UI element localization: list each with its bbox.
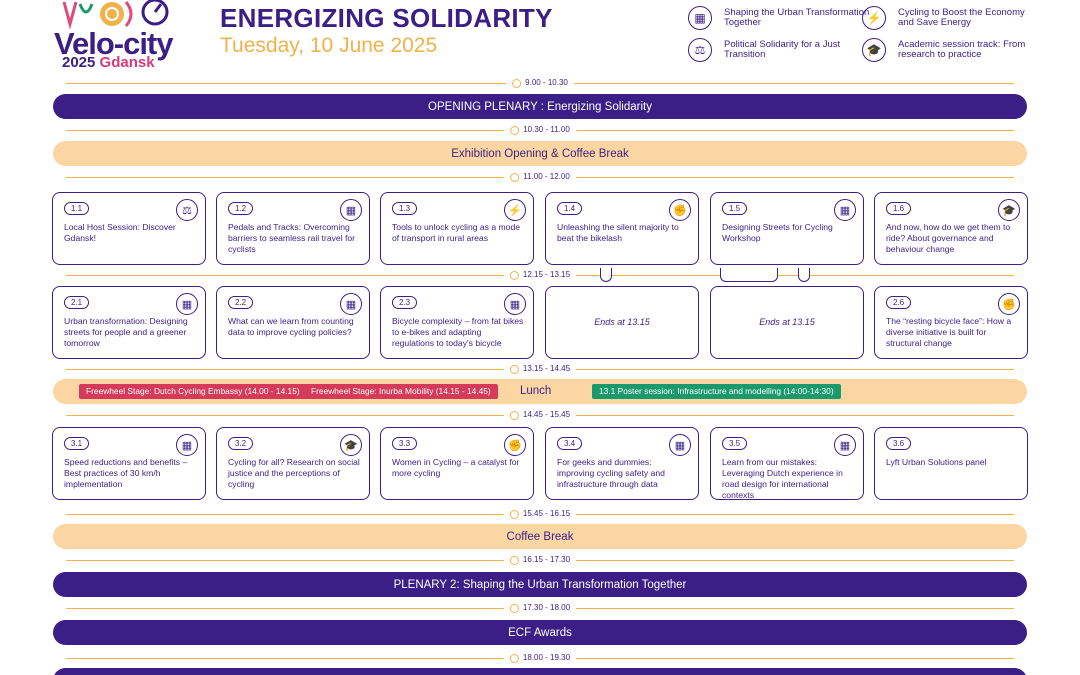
plenary-2-bar: PLENARY 2: Shaping the Urban Transformat… bbox=[53, 572, 1027, 597]
opening-plenary-bar: OPENING PLENARY : Energizing Solidarity bbox=[53, 94, 1027, 119]
time-slot: 15.45 - 16.15 bbox=[66, 508, 1014, 520]
logo-city: Gdansk bbox=[99, 54, 155, 71]
velo-city-logo bbox=[52, 0, 182, 72]
city-icon: ▦ bbox=[340, 293, 362, 315]
logo-name: Velo-city bbox=[54, 26, 173, 61]
session-card-3-4[interactable]: 3.4▦For geeks and dummies: improving cyc… bbox=[545, 427, 699, 500]
graduation-cap-icon: 🎓 bbox=[998, 199, 1020, 221]
clock-icon bbox=[509, 270, 519, 280]
coffee-break-bar: Coffee Break bbox=[53, 524, 1027, 549]
time-slot: 14.45 - 15.45 bbox=[66, 409, 1014, 421]
scales-icon: ⚖ bbox=[176, 199, 198, 221]
connector bbox=[600, 268, 612, 282]
clock-icon bbox=[512, 78, 522, 88]
legend-item-political: ⚖ Political Solidarity for a Just Transi… bbox=[688, 38, 878, 62]
time-slot: 13.15 - 14.45 bbox=[66, 363, 1014, 375]
legend-text: Cycling to Boost the Economy and Save En… bbox=[898, 7, 1025, 28]
page-title: ENERGIZING SOLIDARITY bbox=[220, 3, 553, 33]
time-slot: 18.00 - 19.30 bbox=[66, 652, 1014, 664]
lightning-icon: ⚡ bbox=[504, 199, 526, 221]
graduation-cap-icon: 🎓 bbox=[340, 434, 362, 456]
evening-bar bbox=[53, 668, 1027, 675]
session-card-1-6[interactable]: 1.6🎓And now, how do we get them to ride?… bbox=[874, 192, 1028, 265]
ecf-awards-bar: ECF Awards bbox=[53, 620, 1027, 645]
session-card-1-5[interactable]: 1.5▦Designing Streets for Cycling Worksh… bbox=[710, 192, 864, 265]
bicycle-logo-icon bbox=[62, 0, 169, 30]
session-card-1-4[interactable]: 1.4✊Unleashing the silent majority to be… bbox=[545, 192, 699, 265]
logo-year: 2025 bbox=[62, 54, 96, 71]
clock-icon bbox=[510, 172, 520, 182]
scales-icon: ⚖ bbox=[688, 38, 712, 62]
connector bbox=[798, 268, 810, 282]
session-card-2-4: Ends at 13.15 bbox=[545, 286, 699, 359]
freewheel-dutch-tag[interactable]: Freewheel Stage: Dutch Cycling Embassy (… bbox=[79, 384, 307, 399]
freewheel-inurba-tag[interactable]: Freewheel Stage: Inurba Mobility (14.15 … bbox=[304, 384, 498, 399]
poster-session-tag[interactable]: 13.1 Poster session: Infrastructure and … bbox=[592, 384, 841, 399]
session-card-3-1[interactable]: 3.1▦Speed reductions and benefits – Best… bbox=[52, 427, 206, 500]
city-icon: ▦ bbox=[340, 199, 362, 221]
session-card-2-3[interactable]: 2.3▦Bicycle complexity – from fat bikes … bbox=[380, 286, 534, 359]
session-card-2-2[interactable]: 2.2▦What can we learn from counting data… bbox=[216, 286, 370, 359]
time-slot: 10.30 - 11.00 bbox=[66, 124, 1014, 136]
page-date: Tuesday, 10 June 2025 bbox=[220, 34, 438, 57]
session-card-1-2[interactable]: 1.2▦Pedals and Tracks: Overcoming barrie… bbox=[216, 192, 370, 265]
time-slot: 16.15 - 17.30 bbox=[66, 554, 1014, 566]
legend-text: Shaping the Urban Transformation Togethe… bbox=[724, 7, 870, 28]
time-slot: 11.00 - 12.00 bbox=[66, 171, 1014, 183]
clock-icon bbox=[509, 653, 519, 663]
clock-icon bbox=[509, 555, 519, 565]
fist-icon: ✊ bbox=[998, 293, 1020, 315]
lunch-label: Lunch bbox=[520, 385, 552, 397]
time-slot: 12.15 - 13.15 bbox=[66, 269, 1014, 281]
city-icon: ▦ bbox=[176, 434, 198, 456]
fist-icon: ✊ bbox=[669, 199, 691, 221]
legend-item-academic: 🎓 Academic session track: From research … bbox=[862, 38, 1032, 62]
session-card-2-5: Ends at 13.15 bbox=[710, 286, 864, 359]
city-icon: ▦ bbox=[669, 434, 691, 456]
session-card-3-3[interactable]: 3.3✊Women in Cycling – a catalyst for mo… bbox=[380, 427, 534, 500]
session-card-1-1[interactable]: 1.1⚖Local Host Session: Discover Gdansk! bbox=[52, 192, 206, 265]
city-icon: ▦ bbox=[834, 199, 856, 221]
exhibition-bar: Exhibition Opening & Coffee Break bbox=[53, 141, 1027, 166]
legend-item-urban: ▦ Shaping the Urban Transformation Toget… bbox=[688, 6, 878, 30]
city-icon: ▦ bbox=[688, 6, 712, 30]
clock-icon bbox=[509, 509, 519, 519]
session-card-3-2[interactable]: 3.2🎓Cycling for all? Research on social … bbox=[216, 427, 370, 500]
city-icon: ▦ bbox=[176, 293, 198, 315]
time-slot: 9.00 - 10.30 bbox=[66, 77, 1014, 89]
connector bbox=[720, 268, 778, 282]
graduation-cap-icon: 🎓 bbox=[862, 38, 886, 62]
lightning-icon: ⚡ bbox=[862, 6, 886, 30]
clock-icon bbox=[510, 125, 520, 135]
session-card-2-6[interactable]: 2.6✊The “resting bicycle face”: How a di… bbox=[874, 286, 1028, 359]
session-card-2-1[interactable]: 2.1▦Urban transformation: Designing stre… bbox=[52, 286, 206, 359]
fist-icon: ✊ bbox=[504, 434, 526, 456]
city-icon: ▦ bbox=[834, 434, 856, 456]
legend-text: Political Solidarity for a Just Transiti… bbox=[724, 39, 841, 60]
clock-icon bbox=[509, 410, 519, 420]
legend-item-economy: ⚡ Cycling to Boost the Economy and Save … bbox=[862, 6, 1032, 30]
clock-icon bbox=[509, 603, 519, 613]
session-card-1-3[interactable]: 1.3⚡Tools to unlock cycling as a mode of… bbox=[380, 192, 534, 265]
city-icon: ▦ bbox=[504, 293, 526, 315]
time-slot: 17.30 - 18.00 bbox=[66, 602, 1014, 614]
session-card-3-5[interactable]: 3.5▦Learn from our mistakes: Leveraging … bbox=[710, 427, 864, 500]
logo-subtitle: 2025 Gdansk bbox=[62, 54, 155, 71]
clock-icon bbox=[509, 364, 519, 374]
legend-text: Academic session track: From research to… bbox=[898, 39, 1026, 60]
